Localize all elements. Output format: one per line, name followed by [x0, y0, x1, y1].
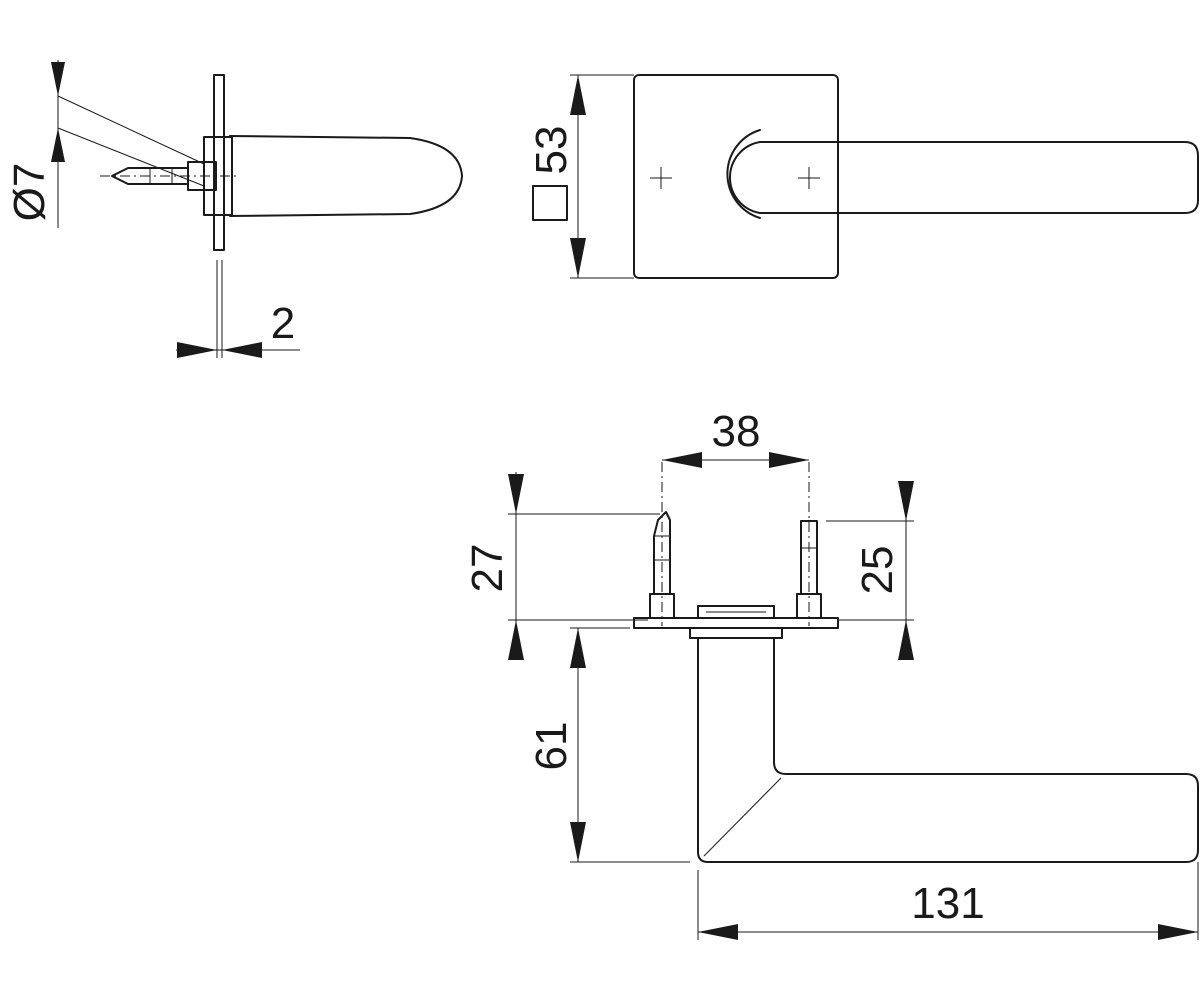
side-spindle — [111, 167, 189, 185]
height-label: 61 — [527, 722, 576, 771]
thickness-label: 2 — [271, 299, 295, 348]
front-view — [633, 74, 1199, 279]
top-rose-plate — [633, 617, 839, 629]
right-pin — [800, 520, 818, 595]
left-pin-dimension: 27 — [463, 472, 660, 660]
side-leader-upper — [57, 95, 205, 165]
square-label: 53 — [527, 126, 576, 175]
front-lever — [759, 141, 1199, 214]
top-lever — [697, 637, 1199, 863]
top-view — [633, 462, 1199, 863]
top-rose-boss — [697, 605, 775, 619]
left-pin-label: 27 — [463, 544, 512, 593]
square-symbol-icon — [532, 185, 568, 221]
top-rose-collar — [689, 627, 783, 639]
side-view — [57, 74, 463, 358]
diameter-label: Ø7 — [5, 163, 54, 222]
diameter-dimension: Ø7 — [5, 60, 65, 228]
top-lever-bevel — [703, 777, 782, 857]
spacing-label: 38 — [712, 407, 761, 456]
square-dimension: 53 — [527, 74, 634, 279]
right-pin-label: 25 — [853, 546, 902, 595]
height-dimension: 61 — [527, 627, 690, 863]
side-leader-lower — [57, 127, 205, 187]
spacing-dimension: 38 — [662, 407, 809, 468]
right-pin-dimension: 25 — [826, 481, 914, 660]
length-dimension: 131 — [697, 862, 1199, 940]
front-neck-outer — [726, 129, 761, 219]
front-neck-inner — [729, 141, 761, 214]
length-label: 131 — [911, 879, 984, 928]
thickness-dimension: 2 — [176, 299, 300, 358]
side-lever-profile — [229, 135, 463, 217]
front-rose — [633, 74, 839, 279]
